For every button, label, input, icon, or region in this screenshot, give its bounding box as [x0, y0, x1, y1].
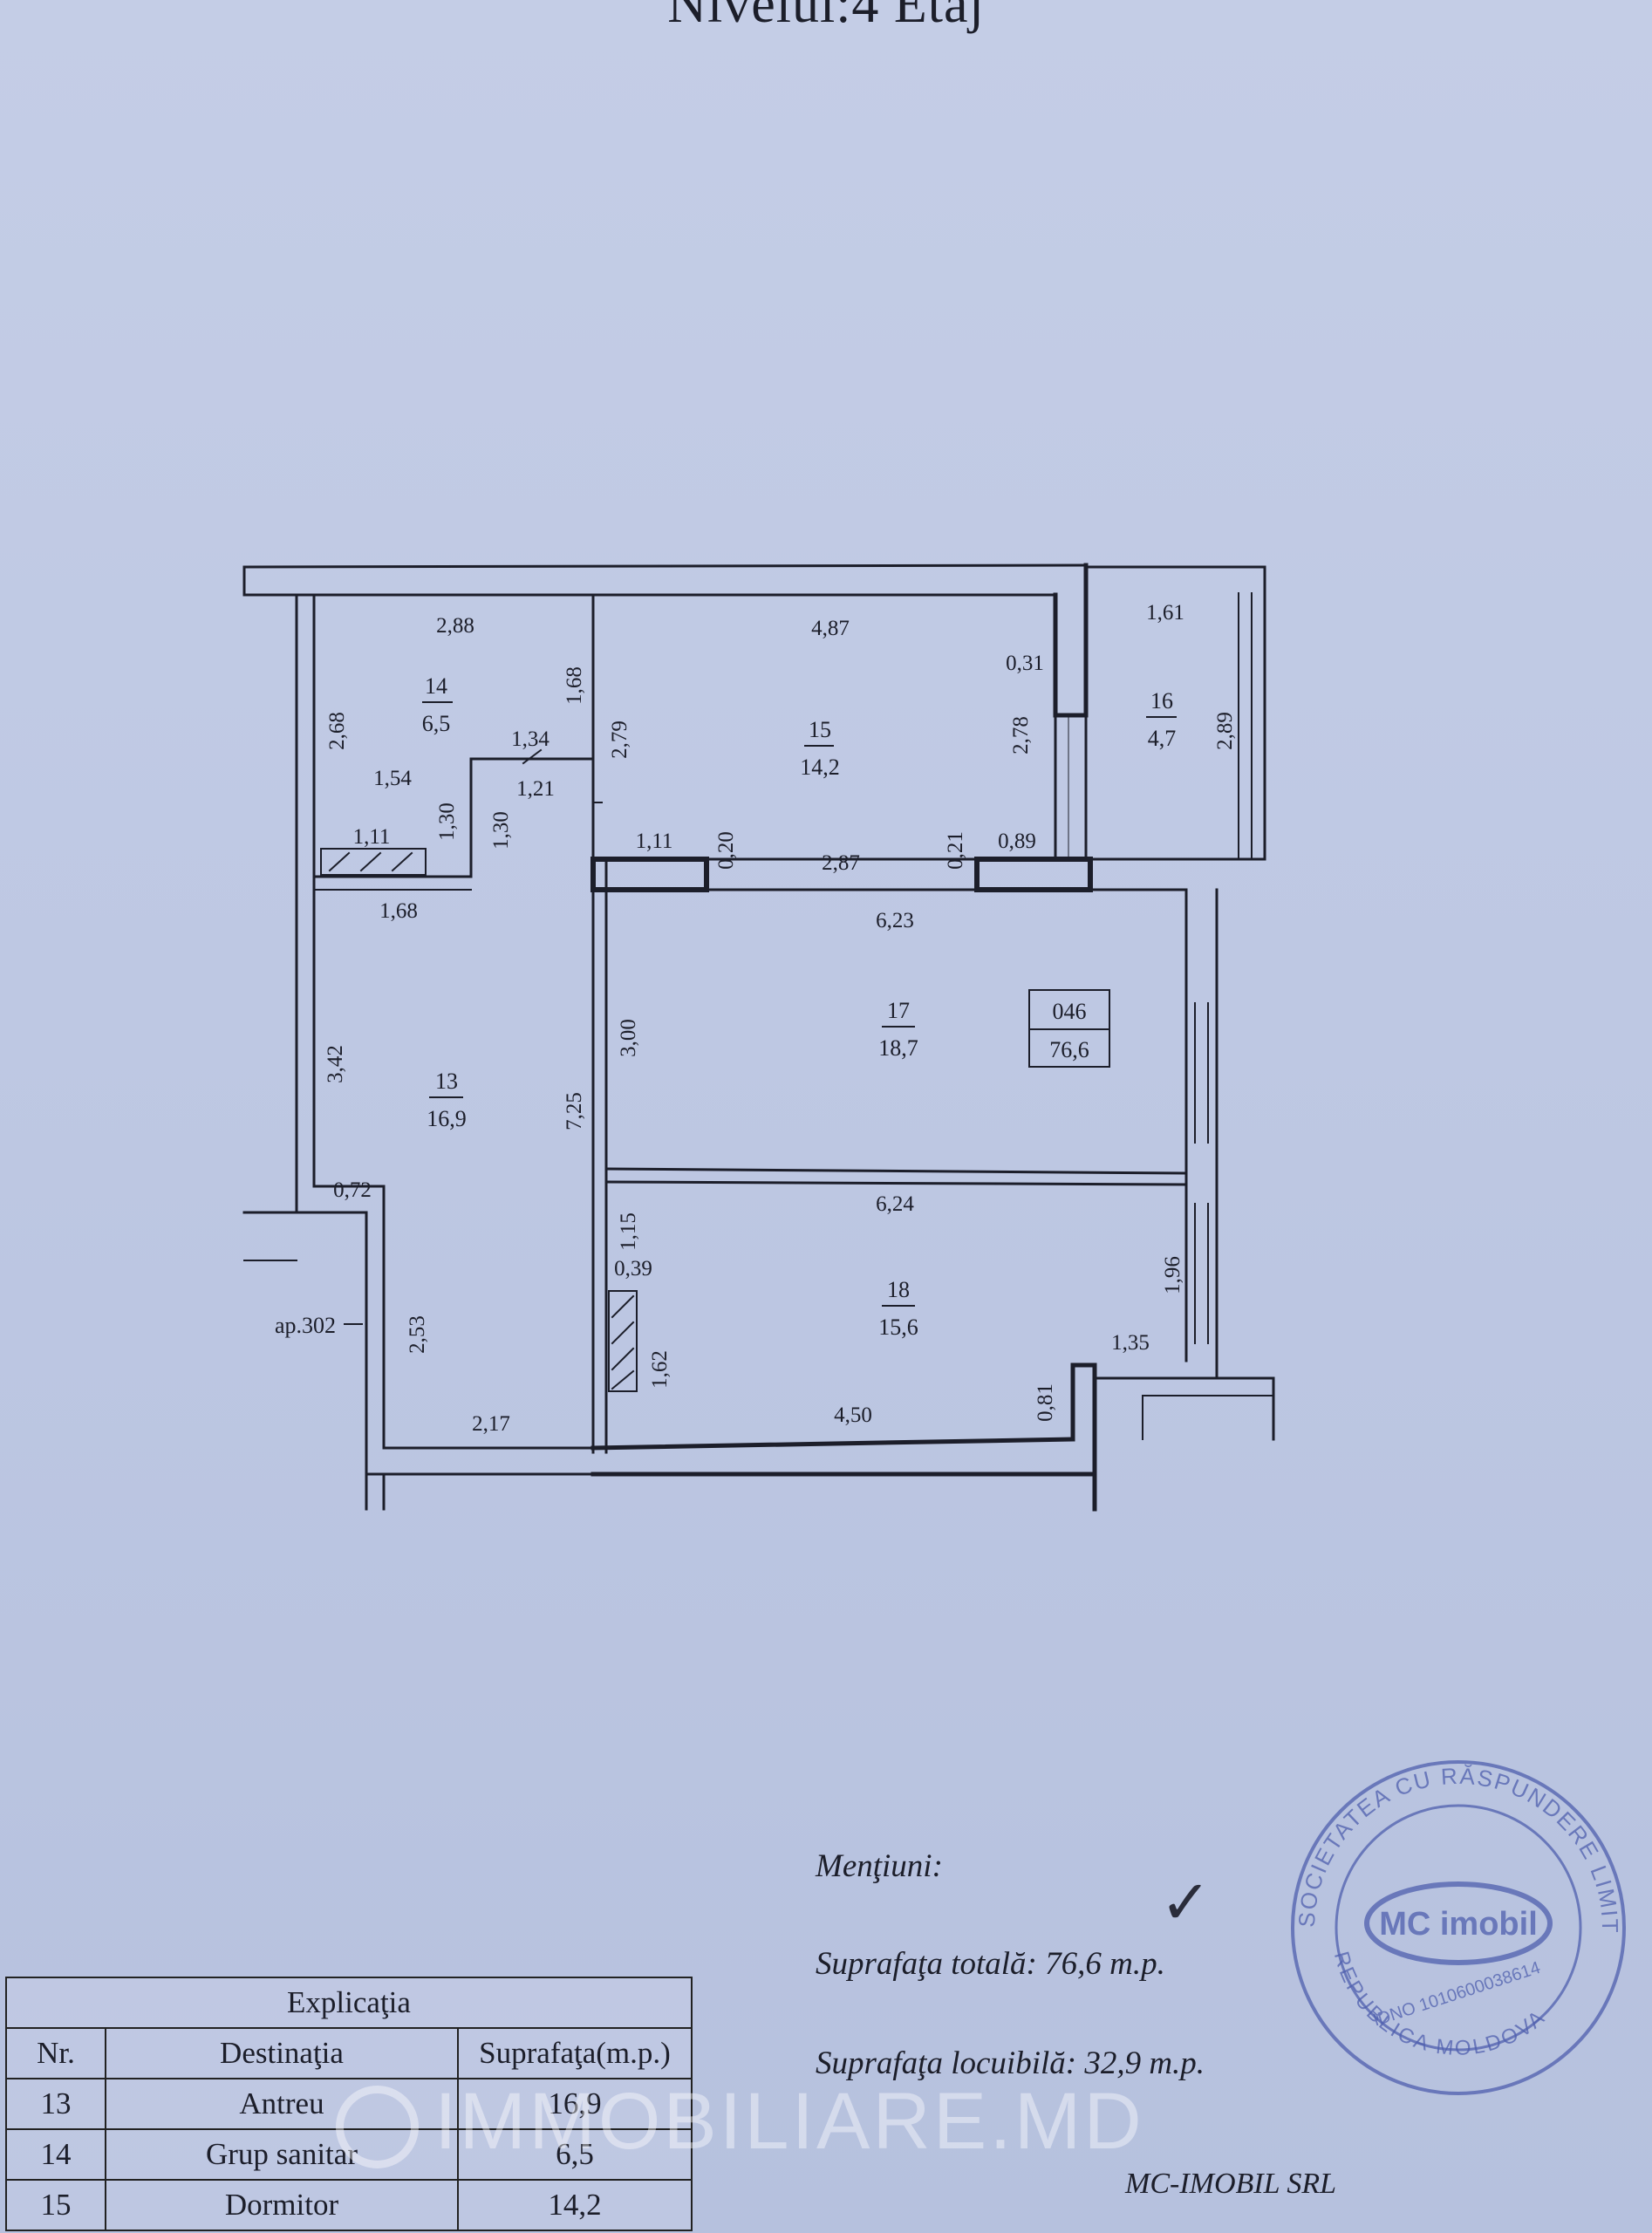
dim-label: 0,31	[1006, 652, 1044, 675]
dim-label: 6,24	[876, 1192, 914, 1216]
dim-label: 1,35	[1111, 1331, 1150, 1355]
legend-header-row: Nr. Destinaţia Suprafaţa(m.p.)	[5, 2027, 693, 2079]
dim-label: 1,11	[636, 830, 673, 853]
dim-label: 2,89	[1213, 712, 1237, 750]
dim-label: 1,34	[511, 727, 550, 751]
dim-label: 2,87	[822, 851, 860, 875]
dim-label: 3,42	[324, 1045, 347, 1083]
legend-cell-area: 14,2	[457, 2179, 693, 2231]
room-16-area: 4,7	[1148, 726, 1177, 751]
checkmark-icon: ✓	[1160, 1870, 1212, 1937]
room-16-number: 16	[1150, 688, 1173, 714]
legend-header-nr: Nr.	[5, 2027, 106, 2079]
room-18-area: 15,6	[878, 1315, 918, 1340]
dim-label: 1,15	[617, 1212, 640, 1251]
dim-label: 1,30	[435, 802, 459, 841]
dim-label: 1,21	[516, 777, 555, 801]
dim-label: 2,88	[436, 614, 474, 638]
legend-cell-area: 16,9	[457, 2078, 693, 2130]
room-14-number: 14	[425, 673, 447, 699]
dim-label: 1,54	[373, 767, 412, 790]
table-row: 15 Dormitor 14,2	[5, 2179, 693, 2231]
dim-label: 1,68	[379, 899, 418, 923]
dim-label: 1,30	[489, 811, 513, 850]
watermark: IMMOBILIARE.MD	[336, 2076, 1144, 2169]
dim-label: 4,50	[834, 1403, 872, 1427]
dim-label: 3,00	[617, 1019, 640, 1057]
dim-label: 1,96	[1161, 1256, 1184, 1294]
legend-caption: Explicaţia	[5, 1977, 693, 2029]
room-13-number: 13	[435, 1069, 458, 1094]
legend-table: Explicaţia Nr. Destinaţia Suprafaţa(m.p.…	[5, 1977, 693, 2231]
dim-label: 1,68	[563, 666, 586, 705]
company-name: MC-IMOBIL SRL	[1125, 2168, 1337, 2200]
apartment-number: 046	[1053, 999, 1087, 1024]
legend-header-destination: Destinaţia	[105, 2027, 459, 2079]
dim-label: 0,89	[998, 830, 1036, 853]
room-17-area: 18,7	[878, 1035, 918, 1061]
neighbor-apartment-label: ap.302	[275, 1313, 336, 1338]
dim-label: 2,17	[472, 1412, 510, 1436]
dim-label: 1,62	[648, 1350, 672, 1389]
legend-cell-nr: 15	[5, 2179, 106, 2231]
legend-header-area: Suprafaţa(m.p.)	[457, 2027, 693, 2079]
dim-label: 0,20	[714, 831, 738, 870]
watermark-logo-icon	[336, 2086, 419, 2169]
room-15-number: 15	[809, 717, 831, 742]
notes-heading: Menţiuni:	[816, 1848, 943, 1884]
apartment-area: 76,6	[1049, 1037, 1089, 1062]
room-14-area: 6,5	[422, 711, 451, 736]
room-15-area: 14,2	[800, 755, 840, 780]
watermark-text: IMMOBILIARE.MD	[434, 2077, 1144, 2166]
legend-cell-area: 6,5	[457, 2128, 693, 2181]
room-17-number: 17	[887, 998, 910, 1023]
dim-label: 4,87	[811, 617, 850, 640]
dim-label: 0,21	[944, 831, 967, 870]
dim-label: 2,79	[608, 720, 631, 759]
dim-label: 7,25	[563, 1092, 586, 1130]
total-area: Suprafaţa totală: 76,6 m.p.	[816, 1946, 1165, 1982]
stamp-logo: MC imobil	[1379, 1906, 1538, 1943]
living-area: Suprafaţa locuibilă: 32,9 m.p.	[816, 2045, 1205, 2081]
dim-label: 2,53	[406, 1315, 429, 1354]
legend-cell-nr: 14	[5, 2128, 106, 2181]
dim-label: 2,68	[325, 712, 349, 750]
dim-label: 6,23	[876, 909, 914, 932]
floor-plan: 14 6,5 15 14,2 16 4,7 17 18,7 13 16,9 18…	[242, 563, 1275, 1512]
table-row: 14 Grup sanitar 6,5	[5, 2128, 693, 2181]
legend-cell-destination: Dormitor	[105, 2179, 459, 2231]
dim-label: 0,72	[333, 1178, 372, 1202]
page-title: Nivelul:4 Etaj	[667, 0, 985, 34]
legend-cell-nr: 13	[5, 2078, 106, 2130]
dim-label: 1,61	[1146, 601, 1184, 625]
company-stamp: SOCIETATEA CU RĂSPUNDERE LIMITATĂ «MC-IM…	[1284, 1753, 1626, 2095]
dim-label: 1,11	[353, 825, 391, 849]
dim-label: 0,81	[1034, 1383, 1057, 1422]
room-18-number: 18	[887, 1277, 910, 1302]
dim-label: 0,39	[614, 1257, 652, 1280]
room-13-area: 16,9	[427, 1106, 467, 1131]
dim-label: 2,78	[1009, 716, 1033, 755]
